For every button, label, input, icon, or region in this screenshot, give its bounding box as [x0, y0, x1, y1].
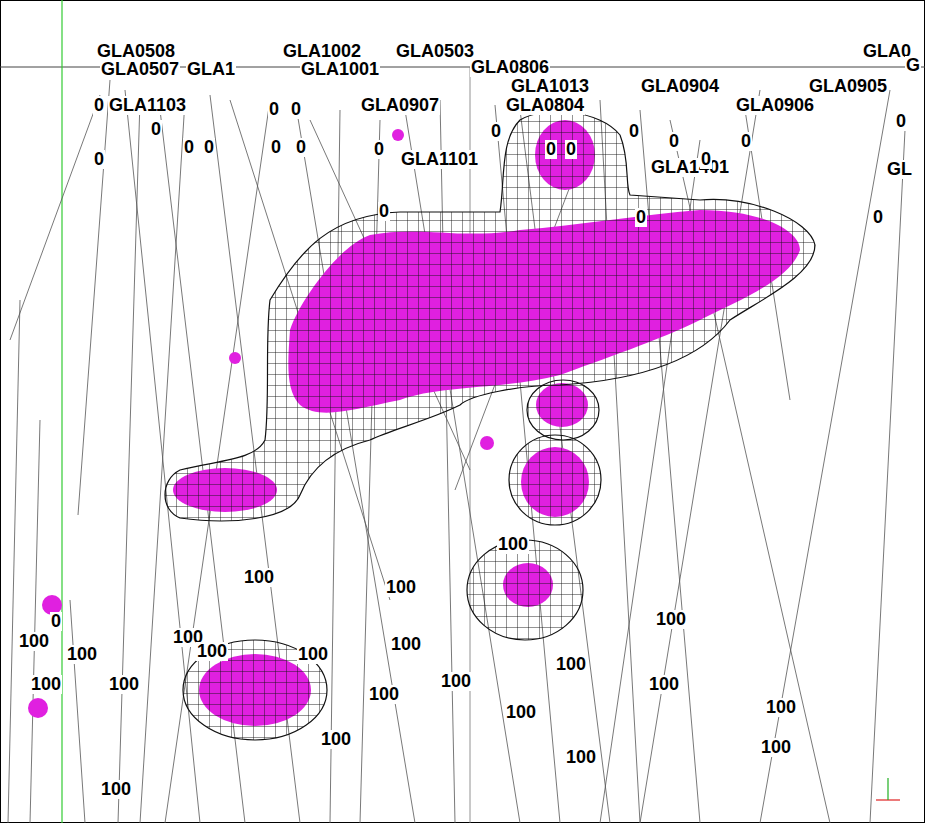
drillhole-name: GLA1103: [108, 96, 187, 115]
drillhole-name: GLA0907: [360, 96, 440, 115]
depth-mark: 100: [648, 675, 680, 694]
depth-mark: 100: [108, 675, 140, 694]
depth-mark: 100: [66, 645, 98, 664]
depth-mark: 100: [100, 780, 132, 799]
depth-mark: 100: [196, 642, 228, 661]
drillhole-name: GLA0806: [470, 58, 550, 77]
depth-mark: 0: [50, 612, 62, 631]
depth-mark: 100: [385, 578, 417, 597]
depth-mark: 100: [555, 655, 587, 674]
drillhole-name: GLA1002: [282, 42, 362, 61]
depth-mark: 100: [390, 635, 422, 654]
depth-mark: 0: [740, 132, 752, 151]
depth-mark: 0: [203, 138, 215, 157]
depth-mark: 100: [760, 738, 792, 757]
depth-mark: 0: [373, 140, 385, 159]
drillhole-name: GLA1: [186, 60, 236, 79]
depth-mark: 100: [18, 632, 50, 651]
depth-mark: 0: [290, 100, 302, 119]
depth-mark: 0: [183, 138, 195, 157]
depth-mark: 0: [872, 208, 884, 227]
drillhole-name: GLA0804: [505, 96, 585, 115]
depth-mark: 0: [490, 122, 502, 141]
drillhole-name: GLA1401: [650, 158, 730, 177]
depth-mark: 100: [368, 685, 400, 704]
depth-mark: 100: [320, 730, 352, 749]
depth-mark: 0: [895, 112, 907, 131]
depth-mark: 0: [93, 150, 105, 169]
depth-mark: 100: [765, 698, 797, 717]
depth-mark: 100: [30, 675, 62, 694]
drillhole-name: GLA1101: [400, 150, 479, 169]
depth-mark: 100: [505, 703, 537, 722]
depth-mark: 100: [243, 568, 275, 587]
drillhole-name: G: [905, 56, 921, 75]
drillhole-name: GLA0508: [96, 42, 176, 61]
depth-mark: 0: [635, 208, 647, 227]
depth-mark: 100: [440, 672, 472, 691]
depth-mark: 0: [628, 122, 640, 141]
depth-mark: 100: [497, 535, 529, 554]
depth-mark: 100: [565, 748, 597, 767]
depth-mark: 0: [565, 140, 577, 159]
drillhole-name: GLA1013: [510, 77, 590, 96]
drillhole-name: GLA0906: [735, 96, 815, 115]
drillhole-name: GLA0503: [395, 42, 475, 61]
depth-mark: 0: [700, 150, 712, 169]
drillhole-name: GLA0507: [100, 60, 180, 79]
depth-mark: 0: [150, 120, 162, 139]
depth-mark: 0: [295, 138, 307, 157]
drillhole-name: GLA0905: [808, 77, 888, 96]
depth-mark: 0: [93, 96, 105, 115]
depth-mark: 0: [545, 140, 557, 159]
depth-mark: 0: [378, 202, 390, 221]
depth-mark: 0: [668, 132, 680, 151]
depth-mark: 100: [297, 645, 329, 664]
drillhole-name: GL: [886, 160, 913, 179]
drillhole-name: GLA1001: [300, 60, 380, 79]
depth-mark: 100: [655, 610, 687, 629]
depth-mark: 0: [268, 100, 280, 119]
depth-mark: 0: [270, 138, 282, 157]
drillhole-name: GLA0904: [640, 77, 720, 96]
